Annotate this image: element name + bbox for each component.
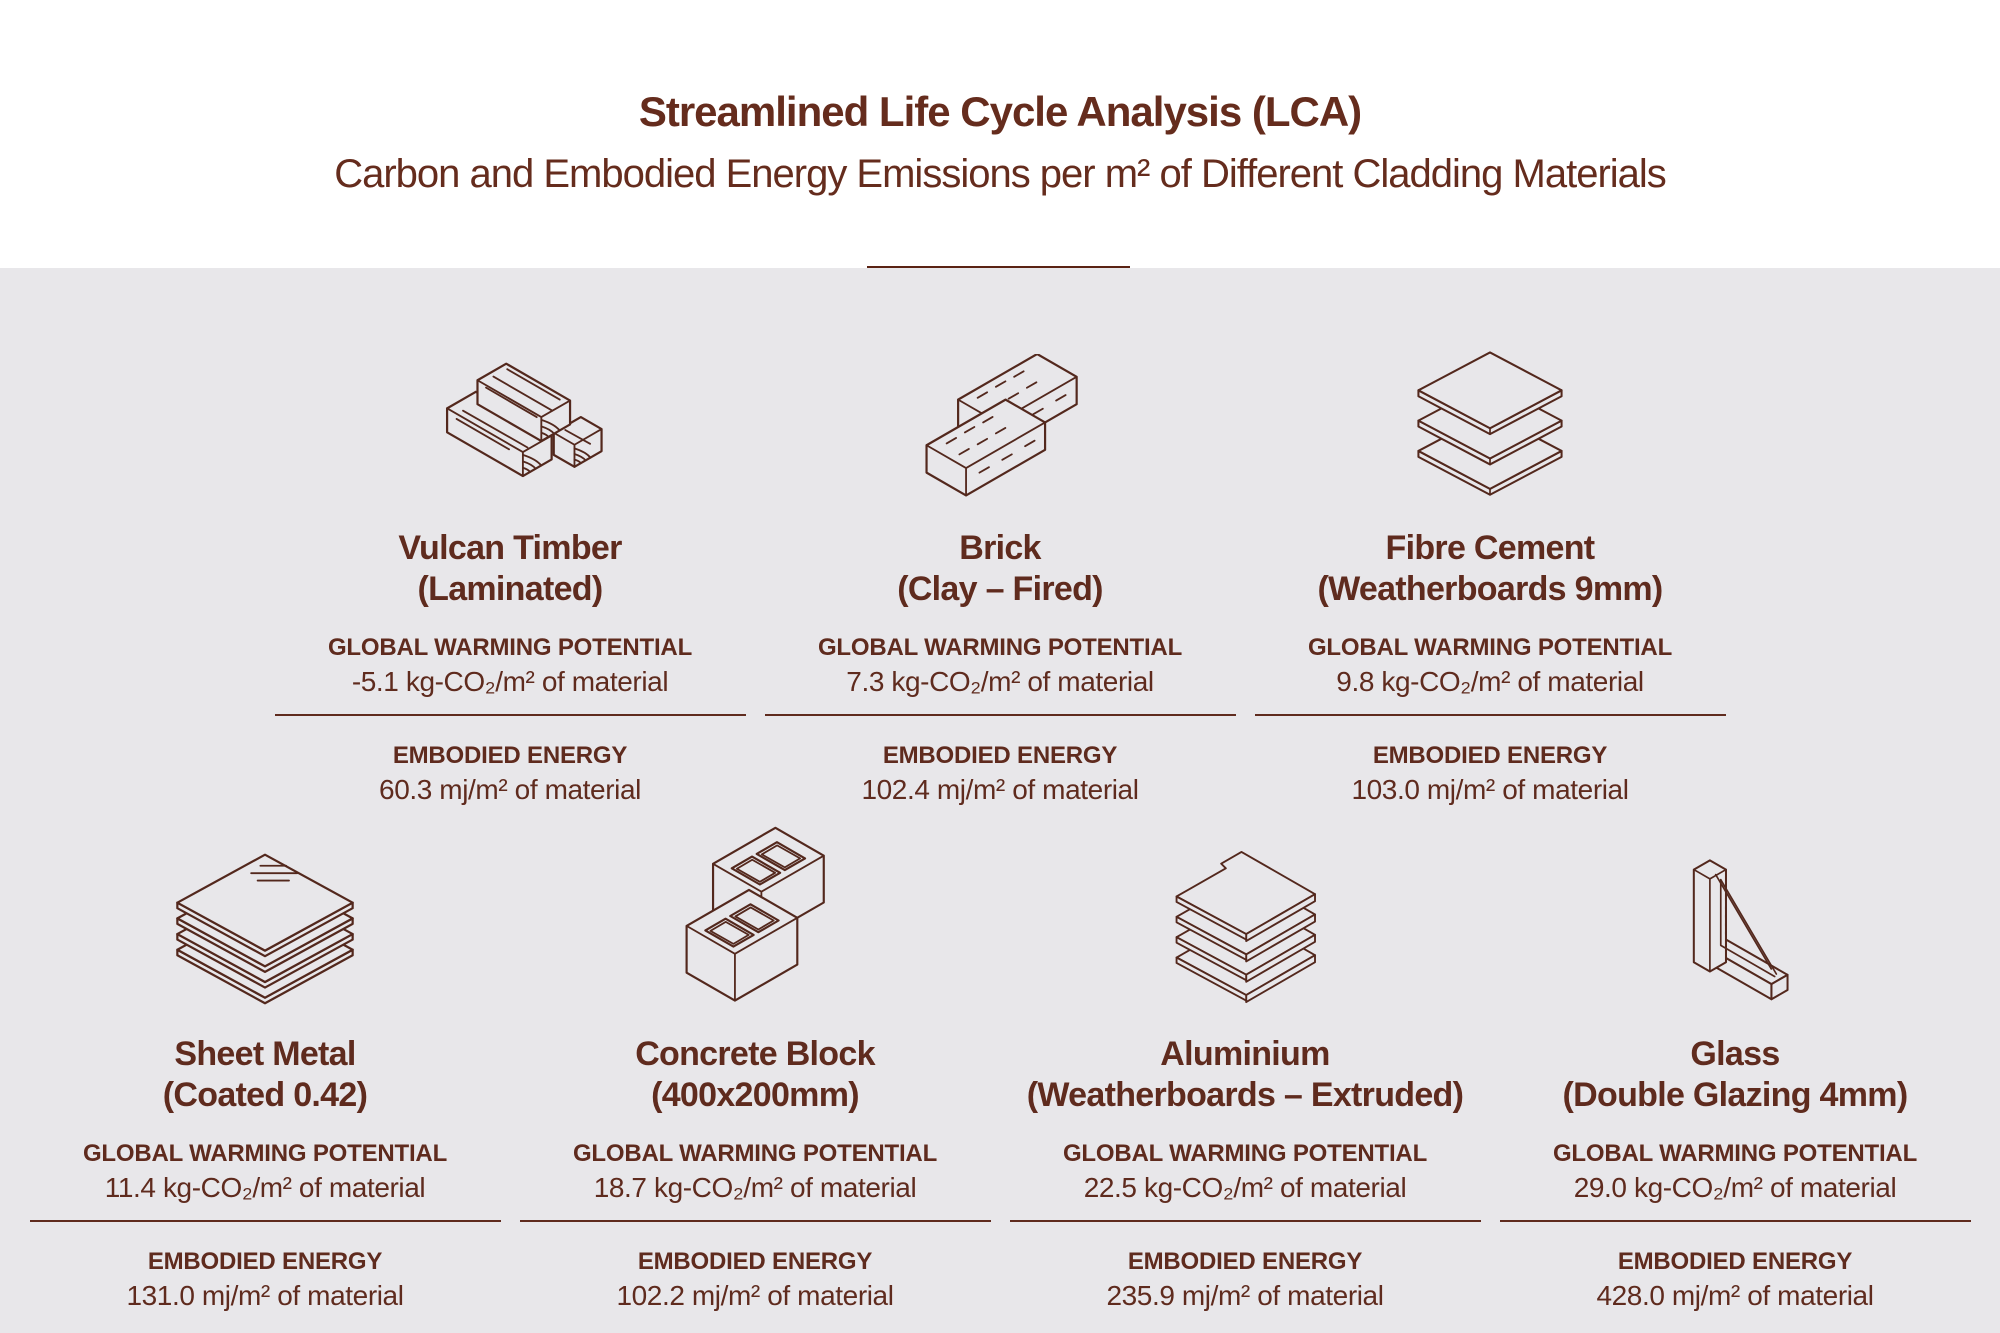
ee-label: EMBODIED ENERGY bbox=[1617, 1248, 1853, 1275]
ee-value: 102.4 mj/m² of material bbox=[861, 774, 1139, 805]
gwp-value: 11.4 kg-CO₂/m² of material bbox=[104, 1172, 426, 1203]
card-divider bbox=[764, 714, 1236, 716]
gwp-label: GLOBAL WARMING POTENTIAL bbox=[572, 1140, 938, 1167]
material-name: Concrete Block(400x200mm) bbox=[635, 1035, 875, 1114]
card-divider bbox=[1009, 1220, 1481, 1222]
timber-icon bbox=[412, 350, 608, 500]
ee-value: 60.3 mj/m² of material bbox=[379, 774, 641, 805]
material-name: Sheet Metal(Coated 0.42) bbox=[162, 1035, 368, 1114]
gwp-label: GLOBAL WARMING POTENTIAL bbox=[817, 634, 1183, 661]
material-name: Glass(Double Glazing 4mm) bbox=[1562, 1035, 1909, 1114]
gwp-label: GLOBAL WARMING POTENTIAL bbox=[1552, 1140, 1918, 1167]
page-subtitle: Carbon and Embodied Energy Emissions per… bbox=[334, 152, 1667, 196]
ee-label: EMBODIED ENERGY bbox=[1372, 742, 1608, 769]
ee-label: EMBODIED ENERGY bbox=[637, 1248, 873, 1275]
material-card-aluminium: Aluminium(Weatherboards – Extruded) GLOB… bbox=[1009, 844, 1481, 1312]
aluminium-icon bbox=[1139, 844, 1351, 1006]
gwp-label: GLOBAL WARMING POTENTIAL bbox=[327, 634, 693, 661]
card-divider bbox=[519, 1220, 991, 1222]
ee-value: 235.9 mj/m² of material bbox=[1106, 1280, 1384, 1311]
page-title: Streamlined Life Cycle Analysis (LCA) bbox=[638, 88, 1362, 135]
ee-label: EMBODIED ENERGY bbox=[147, 1248, 383, 1275]
material-name: Fibre Cement(Weatherboards 9mm) bbox=[1317, 529, 1663, 608]
gwp-value: 29.0 kg-CO₂/m² of material bbox=[1573, 1172, 1897, 1203]
gwp-value: 7.3 kg-CO₂/m² of material bbox=[846, 666, 1154, 697]
material-card-sheet-metal: Sheet Metal(Coated 0.42) GLOBAL WARMING … bbox=[29, 844, 501, 1312]
brick-icon bbox=[915, 350, 1085, 500]
card-divider bbox=[1499, 1220, 1971, 1222]
material-card-brick: Brick(Clay – Fired) GLOBAL WARMING POTEN… bbox=[764, 350, 1236, 806]
gwp-label: GLOBAL WARMING POTENTIAL bbox=[1062, 1140, 1428, 1167]
content-area: Vulcan Timber(Laminated) GLOBAL WARMING … bbox=[0, 268, 2000, 1333]
header: Streamlined Life Cycle Analysis (LCA) Ca… bbox=[0, 0, 2000, 268]
material-card-vulcan-timber: Vulcan Timber(Laminated) GLOBAL WARMING … bbox=[274, 350, 746, 806]
gwp-value: 18.7 kg-CO₂/m² of material bbox=[593, 1172, 917, 1203]
gwp-label: GLOBAL WARMING POTENTIAL bbox=[82, 1140, 448, 1167]
material-name: Brick(Clay – Fired) bbox=[897, 529, 1103, 608]
ee-value: 103.0 mj/m² of material bbox=[1351, 774, 1629, 805]
ee-value: 131.0 mj/m² of material bbox=[126, 1280, 404, 1311]
ee-value: 102.2 mj/m² of material bbox=[616, 1280, 894, 1311]
material-card-glass: Glass(Double Glazing 4mm) GLOBAL WARMING… bbox=[1499, 844, 1971, 1312]
gwp-value: 9.8 kg-CO₂/m² of material bbox=[1336, 666, 1644, 697]
materials-row-2: Sheet Metal(Coated 0.42) GLOBAL WARMING … bbox=[0, 826, 2000, 1312]
sheet-metal-icon bbox=[168, 844, 362, 1006]
material-name: Aluminium(Weatherboards – Extruded) bbox=[1026, 1035, 1464, 1114]
fibre-cement-icon bbox=[1410, 350, 1570, 500]
ee-value: 428.0 mj/m² of material bbox=[1596, 1280, 1874, 1311]
concrete-block-icon bbox=[674, 826, 836, 1006]
materials-row-1: Vulcan Timber(Laminated) GLOBAL WARMING … bbox=[0, 268, 2000, 806]
ee-label: EMBODIED ENERGY bbox=[882, 742, 1118, 769]
ee-label: EMBODIED ENERGY bbox=[392, 742, 628, 769]
ee-label: EMBODIED ENERGY bbox=[1127, 1248, 1363, 1275]
material-name: Vulcan Timber(Laminated) bbox=[398, 529, 622, 608]
card-divider bbox=[29, 1220, 501, 1222]
material-card-fibre-cement: Fibre Cement(Weatherboards 9mm) GLOBAL W… bbox=[1254, 350, 1726, 806]
gwp-value: 22.5 kg-CO₂/m² of material bbox=[1083, 1172, 1407, 1203]
gwp-value: -5.1 kg-CO₂/m² of material bbox=[351, 666, 669, 697]
card-divider bbox=[274, 714, 746, 716]
gwp-label: GLOBAL WARMING POTENTIAL bbox=[1307, 634, 1673, 661]
glass-icon bbox=[1670, 844, 1801, 1006]
material-card-concrete-block: Concrete Block(400x200mm) GLOBAL WARMING… bbox=[519, 826, 991, 1312]
card-divider bbox=[1254, 714, 1726, 716]
